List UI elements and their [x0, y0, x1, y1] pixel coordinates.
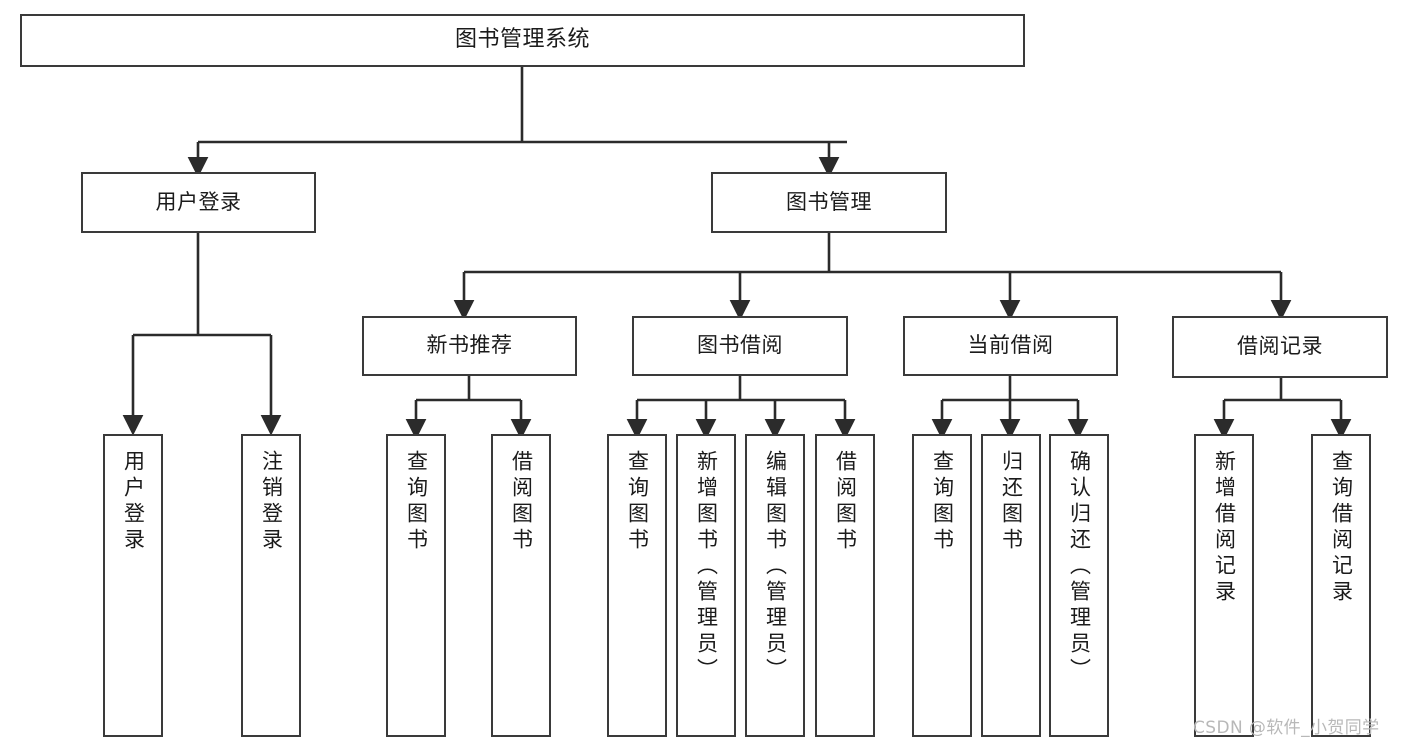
node-root[interactable]: 图书管理系统 [20, 14, 1025, 67]
node-borrow-record-label: 借阅记录 [1237, 334, 1323, 359]
node-leaf-add-record-label: 新增借阅记录 [1212, 450, 1237, 606]
node-leaf-add-book[interactable]: 新增图书（管理员） [676, 434, 736, 737]
node-leaf-confirm-return[interactable]: 确认归还（管理员） [1049, 434, 1109, 737]
node-current-borrow-label: 当前借阅 [967, 333, 1054, 358]
node-leaf-query-book-3-label: 查询图书 [930, 450, 955, 554]
node-leaf-borrow-book-1[interactable]: 借阅图书 [491, 434, 551, 737]
node-leaf-borrow-book-2[interactable]: 借阅图书 [815, 434, 875, 737]
node-new-book-recommend[interactable]: 新书推荐 [362, 316, 577, 376]
node-borrow-record[interactable]: 借阅记录 [1172, 316, 1388, 378]
node-leaf-query-book-2[interactable]: 查询图书 [607, 434, 667, 737]
node-leaf-add-book-label: 新增图书（管理员） [694, 450, 719, 684]
node-leaf-query-book-3[interactable]: 查询图书 [912, 434, 972, 737]
node-current-borrow[interactable]: 当前借阅 [903, 316, 1118, 376]
node-leaf-query-record-label: 查询借阅记录 [1329, 450, 1354, 606]
node-book-manage-label: 图书管理 [786, 189, 872, 214]
node-book-manage[interactable]: 图书管理 [711, 172, 947, 233]
node-leaf-add-record[interactable]: 新增借阅记录 [1194, 434, 1254, 737]
node-leaf-query-book-1-label: 查询图书 [404, 450, 429, 554]
node-leaf-return-book[interactable]: 归还图书 [981, 434, 1041, 737]
node-book-borrow[interactable]: 图书借阅 [632, 316, 848, 376]
node-leaf-logout[interactable]: 注销登录 [241, 434, 301, 737]
node-leaf-edit-book[interactable]: 编辑图书（管理员） [745, 434, 805, 737]
node-leaf-edit-book-label: 编辑图书（管理员） [763, 450, 788, 684]
node-leaf-user-login[interactable]: 用户登录 [103, 434, 163, 737]
node-leaf-query-record[interactable]: 查询借阅记录 [1311, 434, 1371, 737]
node-book-borrow-label: 图书借阅 [697, 333, 783, 358]
node-leaf-confirm-return-label: 确认归还（管理员） [1067, 450, 1092, 684]
node-leaf-user-login-label: 用户登录 [121, 450, 146, 554]
node-root-label: 图书管理系统 [454, 27, 590, 53]
node-new-book-recommend-label: 新书推荐 [426, 333, 513, 358]
node-user-login-label: 用户登录 [155, 189, 242, 214]
node-leaf-return-book-label: 归还图书 [999, 450, 1024, 554]
node-leaf-logout-label: 注销登录 [259, 450, 284, 554]
node-user-login[interactable]: 用户登录 [81, 172, 316, 233]
node-leaf-borrow-book-2-label: 借阅图书 [833, 450, 858, 554]
node-leaf-borrow-book-1-label: 借阅图书 [509, 450, 534, 554]
node-leaf-query-book-2-label: 查询图书 [625, 450, 650, 554]
node-leaf-query-book-1[interactable]: 查询图书 [386, 434, 446, 737]
